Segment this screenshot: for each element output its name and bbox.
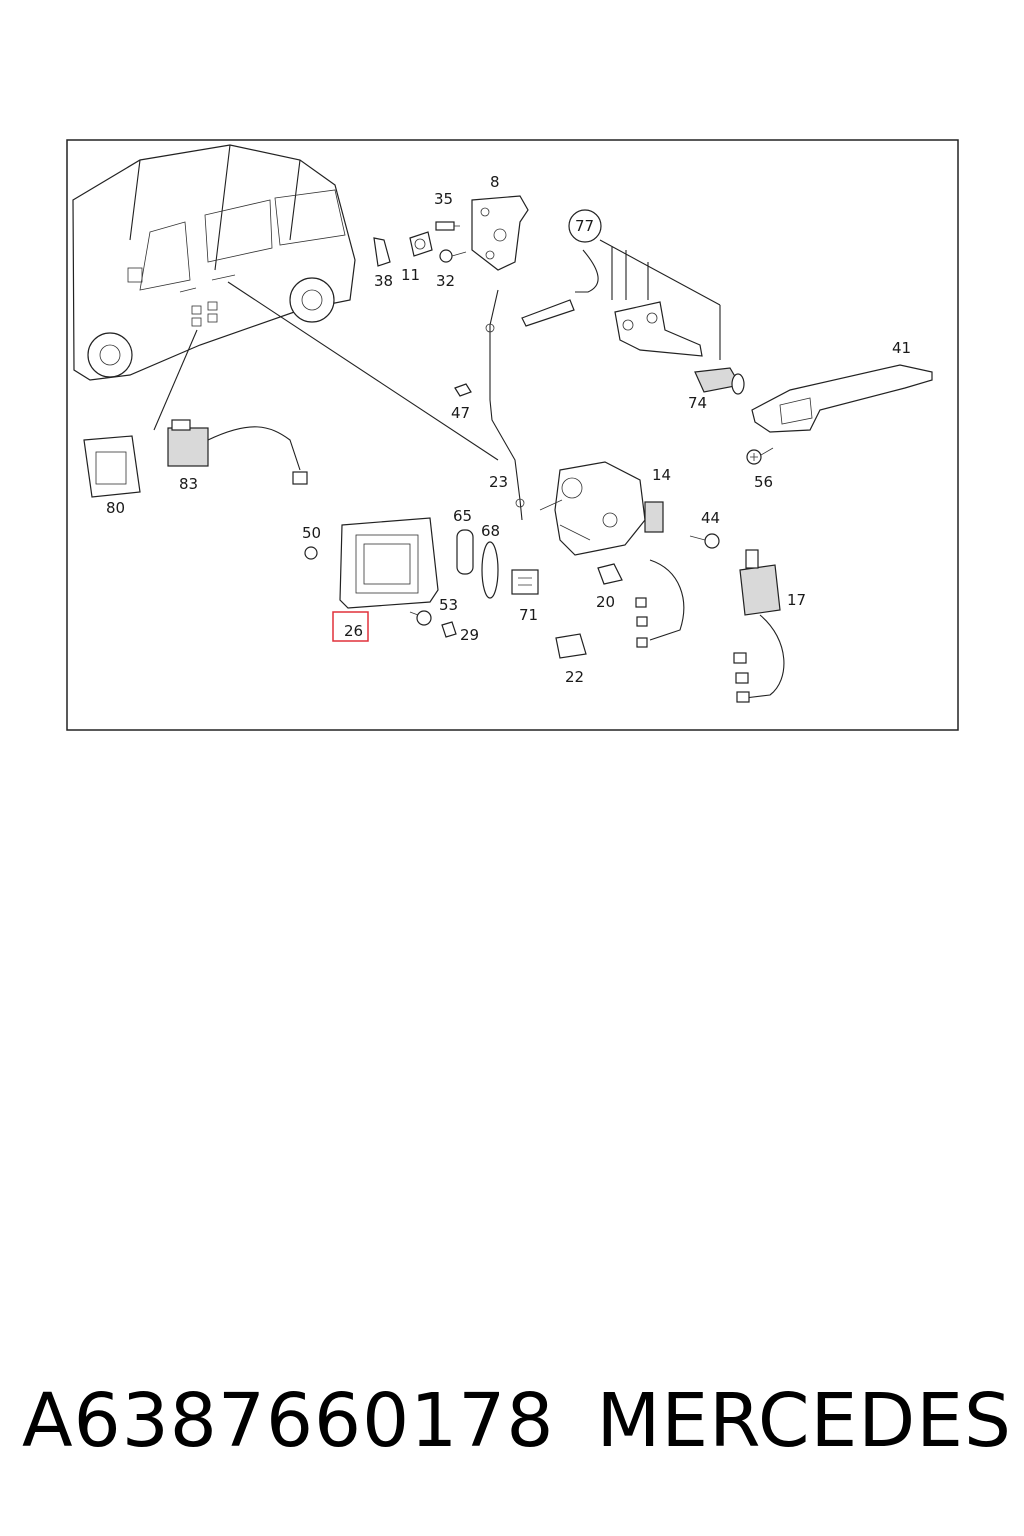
callout-68: 68	[481, 522, 500, 540]
part-74-lock-cylinder	[694, 367, 745, 395]
highlight-box-26	[332, 611, 369, 642]
part-71-label-plate	[511, 569, 539, 595]
callout-50: 50	[302, 524, 321, 542]
part-77-key-set	[521, 209, 703, 357]
leader-line-83	[153, 329, 198, 431]
leader-line-77	[599, 239, 721, 360]
part-29-clip	[441, 621, 457, 638]
part-41-door-handle	[751, 364, 933, 433]
callout-32: 32	[436, 272, 455, 290]
callout-44: 44	[701, 509, 720, 527]
leader-line-23	[227, 281, 499, 461]
part-44-screw	[689, 533, 720, 549]
part-56-screw	[746, 447, 774, 465]
part-17-actuator	[733, 549, 785, 703]
part-20-clip	[597, 563, 623, 585]
part-35-bolt	[435, 221, 460, 231]
callout-41: 41	[892, 339, 911, 357]
callout-53: 53	[439, 596, 458, 614]
van-illustration	[72, 144, 356, 381]
parts-diagram: 8 35 38 11 32 77 41 74 47 56 83 80 23 14…	[66, 139, 959, 731]
part-22-block	[555, 633, 587, 659]
diagram-frame	[66, 139, 959, 731]
caption-bar: A6387660178 MERCEDES	[22, 1366, 1012, 1476]
part-68-cover	[481, 541, 499, 599]
callout-20: 20	[596, 593, 615, 611]
callout-77: 77	[575, 217, 594, 235]
callout-11: 11	[401, 266, 420, 284]
part-47-clip	[454, 383, 472, 397]
callout-26: 26	[344, 622, 363, 640]
callout-56: 56	[754, 473, 773, 491]
part-50-nut	[304, 546, 318, 560]
callout-35: 35	[434, 190, 453, 208]
part-8-latch-plate	[471, 195, 529, 271]
callout-38: 38	[374, 272, 393, 290]
part-65-cover	[456, 529, 474, 575]
part-11-bushing	[409, 231, 433, 257]
callout-74: 74	[688, 394, 707, 412]
part-14-lock-mechanism	[539, 461, 685, 648]
part-26-handle-bezel	[339, 517, 439, 609]
part-80-connector	[83, 435, 141, 498]
callout-17: 17	[787, 591, 806, 609]
callout-65: 65	[453, 507, 472, 525]
part-38-bracket	[373, 237, 391, 267]
callout-83: 83	[179, 475, 198, 493]
callout-47: 47	[451, 404, 470, 422]
callout-80: 80	[106, 499, 125, 517]
part-83-switch	[167, 419, 308, 485]
part-53-screw	[409, 610, 432, 626]
part-23-rod	[485, 289, 525, 521]
callout-29: 29	[460, 626, 479, 644]
callout-22: 22	[565, 668, 584, 686]
part-32-screw	[439, 249, 467, 263]
callout-8: 8	[490, 173, 500, 191]
callout-14: 14	[652, 466, 671, 484]
part-number: A6387660178	[22, 1378, 555, 1464]
brand-name: MERCEDES	[596, 1378, 1012, 1464]
callout-23: 23	[489, 473, 508, 491]
callout-71: 71	[519, 606, 538, 624]
